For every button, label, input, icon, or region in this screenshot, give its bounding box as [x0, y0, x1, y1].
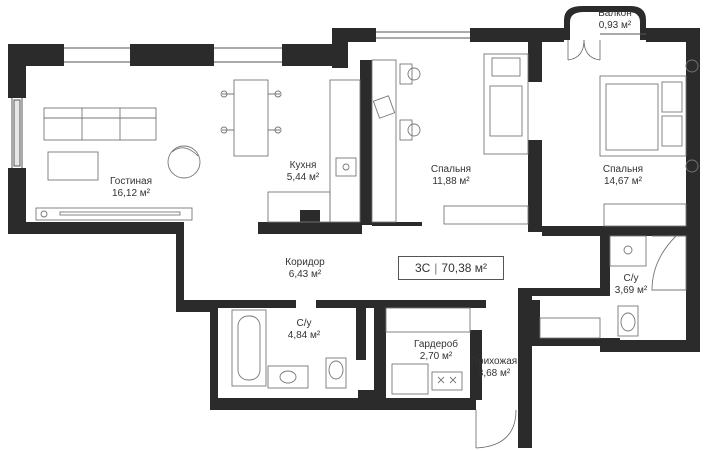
corridor-label: Коридор 6,43 м²	[285, 257, 325, 281]
bathroom1-name: С/у	[296, 318, 312, 329]
kitchen-name: Кухня	[289, 160, 317, 171]
wardrobe-name: Гардероб	[414, 339, 458, 350]
balcony-name: Балкон	[598, 8, 632, 19]
badge-separator: |	[434, 261, 438, 275]
bedroom2-label: Спальня 14,67 м²	[603, 164, 643, 188]
living-label: Гостиная 16,12 м²	[110, 176, 152, 200]
balcony-label: Балкон 0,93 м²	[598, 8, 632, 32]
bedroom1-area: 11,88 м²	[432, 176, 470, 187]
bathroom2-area: 3,69 м²	[614, 285, 648, 296]
bathroom1-label: С/у 4,84 м²	[288, 318, 320, 342]
corridor-name: Коридор	[285, 257, 325, 268]
bedroom1-name: Спальня	[430, 164, 472, 175]
bathroom2-label: С/у 3,69 м²	[615, 273, 647, 297]
corridor-area: 6,43 м²	[288, 269, 322, 280]
windows	[11, 31, 646, 168]
bathroom2-name: С/у	[623, 273, 639, 284]
bathroom1-area: 4,84 м²	[287, 330, 321, 341]
hallway-area: 3,68 м²	[477, 368, 511, 379]
wardrobe-label: Гардероб 2,70 м²	[414, 339, 458, 363]
furniture	[35, 53, 699, 395]
apartment-type: 3С	[414, 261, 431, 275]
balcony-area: 0,93 м²	[598, 20, 632, 31]
apartment-badge: 3С | 70,38 м²	[398, 256, 504, 280]
kitchen-area: 5,44 м²	[286, 172, 320, 183]
bedroom2-name: Спальня	[602, 164, 644, 175]
exterior-walls	[8, 6, 700, 448]
wardrobe-area: 2,70 м²	[419, 351, 453, 362]
hallway-name: Прихожая	[470, 356, 518, 367]
interior-walls	[216, 42, 686, 410]
living-area: 16,12 м²	[111, 188, 151, 199]
balcony-doors	[475, 39, 601, 449]
bedroom2-area: 14,67 м²	[603, 176, 642, 187]
hallway-label: Прихожая 3,68 м²	[471, 356, 517, 380]
bedroom1-label: Спальня 11,88 м²	[431, 164, 471, 188]
apartment-total-area: 70,38 м²	[441, 261, 488, 275]
kitchen-label: Кухня 5,44 м²	[287, 160, 319, 184]
living-name: Гостиная	[110, 176, 152, 187]
